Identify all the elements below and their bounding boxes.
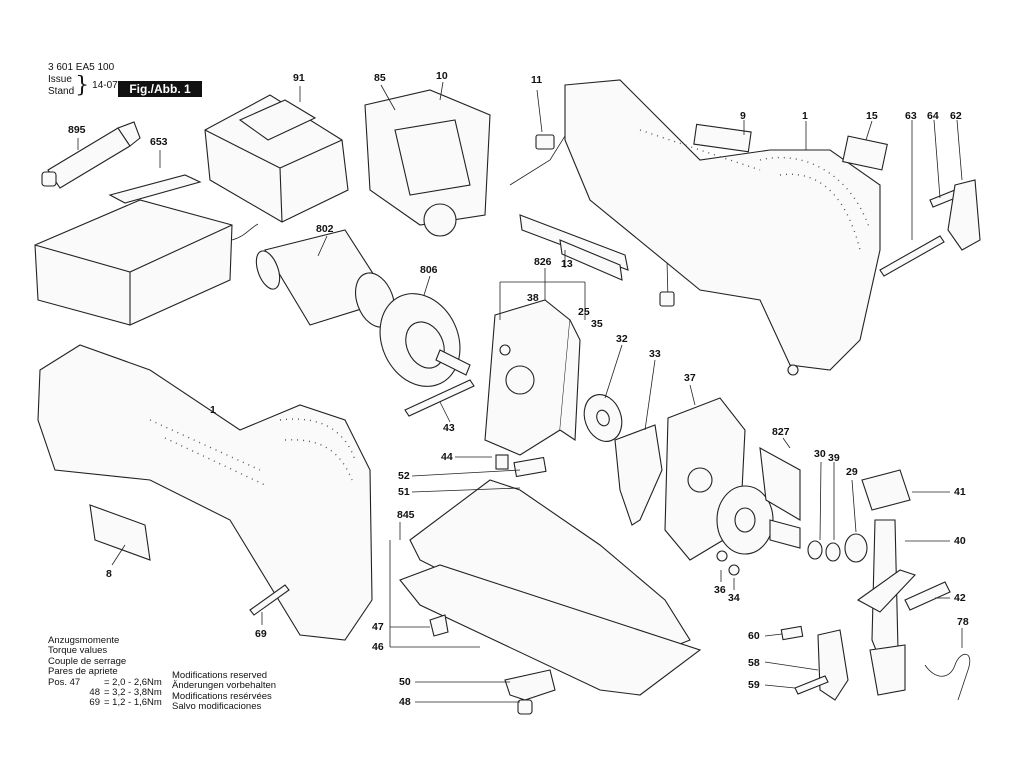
- torque-value: = 1,2 - 1,6Nm: [104, 697, 162, 709]
- torque-title-es: Pares de apriete: [48, 666, 118, 678]
- brace-glyph: }: [75, 73, 90, 98]
- callout-9: 9: [740, 110, 746, 122]
- torque-value: = 2,0 - 2,6Nm: [104, 676, 162, 688]
- charger-illustration: [34, 174, 259, 326]
- stand-label: Stand: [48, 86, 75, 97]
- callout-25: 25: [578, 306, 590, 318]
- switch-cable-illustration: [509, 119, 675, 307]
- callout-58: 58: [748, 657, 760, 669]
- callout-48: 48: [399, 696, 411, 708]
- callout-826: 826: [534, 256, 552, 268]
- housing-half-top-illustration: [564, 79, 881, 376]
- callout-52: 52: [398, 470, 410, 482]
- callout-51: 51: [398, 486, 410, 498]
- torque-pos: Pos. 47: [48, 676, 81, 688]
- callout-59: 59: [748, 679, 760, 691]
- modifications-en: Modifications reserved: [172, 670, 268, 681]
- clip-illustration: [924, 653, 971, 701]
- small-parts-top-right-illustration: [842, 135, 981, 277]
- callout-13: 13: [561, 258, 573, 270]
- callout-69: 69: [255, 628, 267, 640]
- callout-36: 36: [714, 584, 726, 596]
- callout-806: 806: [420, 264, 438, 276]
- callout-60: 60: [748, 630, 760, 642]
- callout-8: 8: [106, 568, 112, 580]
- callout-802: 802: [316, 223, 334, 235]
- modifications-notice: Modifications reserved Änderungen vorbeh…: [172, 670, 277, 713]
- torque-title-en: Torque values: [48, 645, 108, 657]
- torque-values-block: Anzugsmomente Torque values Couple de se…: [48, 635, 162, 709]
- callout-78: 78: [957, 616, 969, 628]
- part-number: 3 601 EA5 100: [48, 62, 115, 73]
- issue-date: 14-07-22: [92, 80, 133, 91]
- modifications-de: Änderungen vorbehalten: [172, 680, 277, 692]
- callout-11: 11: [531, 74, 543, 86]
- drive-gear-illustration: [716, 447, 801, 576]
- callout-33: 33: [649, 348, 661, 360]
- torque-value: = 3,2 - 3,8Nm: [104, 687, 162, 699]
- callout-44: 44: [441, 451, 453, 463]
- callout-91: 91: [293, 72, 305, 84]
- torque-row: 48 = 3,2 - 3,8Nm: [48, 687, 162, 699]
- callout-40: 40: [954, 535, 966, 547]
- callout-34: 34: [728, 592, 740, 604]
- callout-37: 37: [684, 372, 696, 384]
- torque-pos: 69: [89, 697, 100, 709]
- callout-845: 845: [397, 509, 415, 521]
- callout-62: 62: [950, 110, 962, 122]
- modifications-es: Salvo modificaciones: [172, 701, 262, 713]
- callout-42: 42: [954, 592, 966, 604]
- callout-85: 85: [374, 72, 386, 84]
- motor-illustration: [255, 229, 395, 328]
- callout-46: 46: [372, 641, 384, 653]
- callout-1-main: 1: [210, 404, 216, 416]
- rod-illustration: [404, 379, 475, 417]
- callout-895: 895: [68, 124, 86, 136]
- callout-35: 35: [591, 318, 603, 330]
- modifications-fr: Modifications resérvées: [172, 690, 272, 702]
- torque-title-de: Anzugsmomente: [48, 635, 120, 646]
- document-header: 3 601 EA5 100 Issue Stand } 14-07-22: [48, 62, 132, 98]
- callout-653: 653: [150, 136, 168, 148]
- issue-label: Issue: [48, 74, 72, 85]
- callout-30: 30: [814, 448, 826, 460]
- figure-label: Fig./Abb. 1: [118, 81, 202, 97]
- motor-housing-illustration: [364, 89, 491, 237]
- torque-row: 69 = 1,2 - 1,6Nm: [48, 697, 162, 709]
- torque-pos: 48: [89, 687, 100, 699]
- torque-title-fr: Couple de serrage: [48, 655, 127, 667]
- callout-15: 15: [866, 110, 878, 122]
- base-plate-illustration: [399, 456, 702, 715]
- callout-47: 47: [372, 621, 384, 633]
- callout-leader-lines: [77, 81, 963, 703]
- bevel-gear-illustration: [379, 293, 471, 387]
- lever-parts-lower-illustration: [780, 625, 849, 701]
- callout-39: 39: [828, 452, 840, 464]
- main-tool-body-illustration: [37, 344, 373, 641]
- grease-tube-illustration: [41, 121, 141, 189]
- callout-827: 827: [772, 426, 790, 438]
- callout-38: 38: [527, 292, 539, 304]
- callout-63: 63: [905, 110, 917, 122]
- rings-illustration: [807, 533, 868, 563]
- washers-illustration: [583, 394, 663, 526]
- callout-1-top: 1: [802, 110, 808, 122]
- battery-illustration: [204, 94, 349, 223]
- callout-50: 50: [399, 676, 411, 688]
- screw-illustration: [249, 584, 290, 616]
- callout-32: 32: [616, 333, 628, 345]
- guide-strip-illustration: [519, 214, 629, 281]
- torque-row: Pos. 47 = 2,0 - 2,6Nm: [48, 676, 162, 688]
- callout-43: 43: [443, 422, 455, 434]
- callout-29: 29: [846, 466, 858, 478]
- lever-assembly-illustration: [856, 469, 951, 696]
- gearbox-frame-illustration: [484, 299, 581, 470]
- issue-row: Issue Stand } 14-07-22: [48, 74, 132, 98]
- callout-41: 41: [954, 486, 966, 498]
- callout-64: 64: [927, 110, 939, 122]
- callout-10: 10: [436, 70, 448, 82]
